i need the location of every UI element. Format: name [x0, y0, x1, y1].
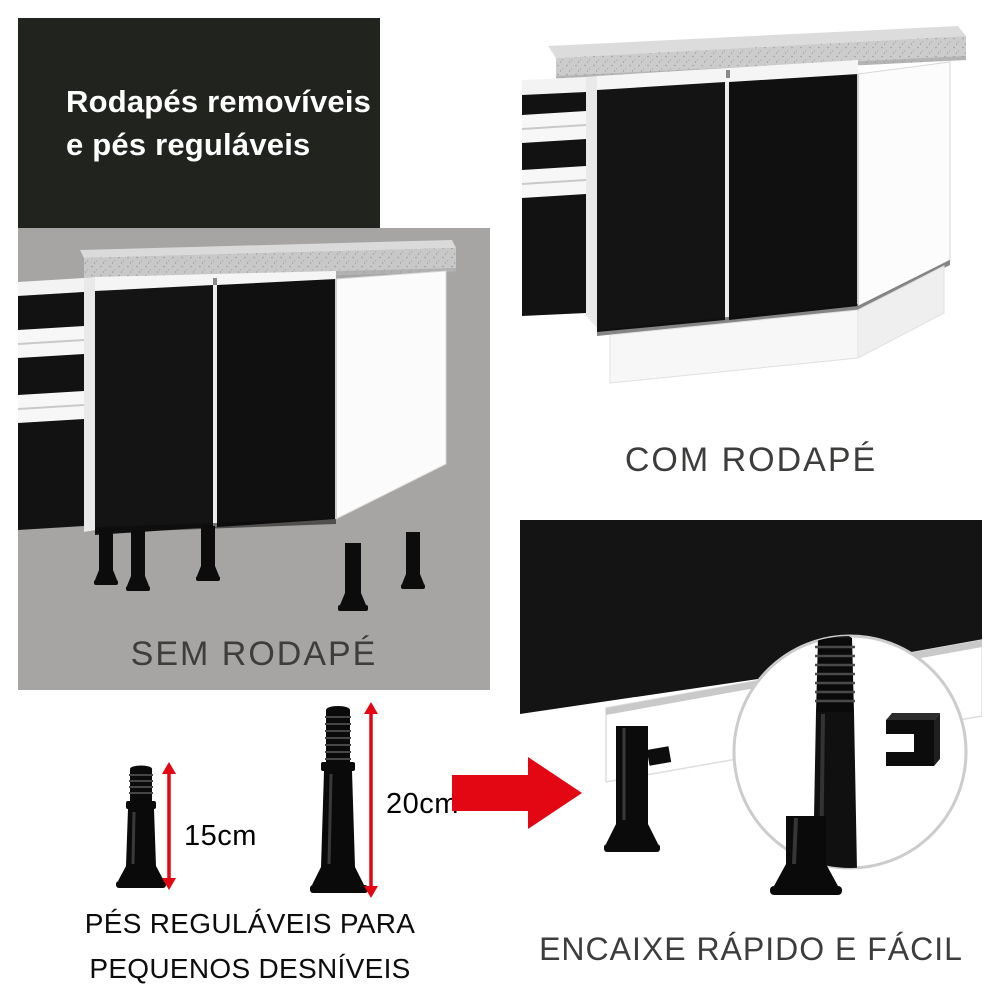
- side-panel: [335, 270, 447, 520]
- double-doors: [95, 271, 336, 535]
- measurement-line-15cm: [162, 762, 176, 890]
- adjustable-foot-20cm-illustration: [310, 706, 368, 893]
- cabinet-without-plinth-illustration: [18, 240, 456, 611]
- header-title-line1: Rodapés removíveis: [66, 83, 372, 119]
- left-drawer-unit: [18, 278, 85, 530]
- plinth-clip: [886, 713, 940, 766]
- side-panel: [857, 61, 951, 307]
- foot-thread-ribs: [129, 774, 153, 794]
- caption-feet: PÉS REGULÁVEIS PARA PEQUENOS DESNÍVEIS: [30, 902, 470, 992]
- cabinet-leg: [94, 528, 118, 585]
- caption-feet-line2: PEQUENOS DESNÍVEIS: [89, 952, 411, 984]
- threaded-leg-section: [815, 636, 855, 712]
- cabinet-divider: [84, 277, 95, 532]
- plinth-rodape: [597, 260, 950, 384]
- cabinet-with-plinth-illustration: [521, 26, 966, 384]
- adjustable-foot-front: [770, 816, 842, 895]
- measurement-line-20cm: [364, 702, 378, 898]
- cabinet-leg: [401, 532, 425, 589]
- caption-com-rodape: COM RODAPÉ: [624, 441, 878, 479]
- countertop: [80, 240, 456, 282]
- panel-without-plinth: SEM RODAPÉ: [18, 228, 490, 690]
- cabinet-leg: [338, 543, 368, 611]
- label-15cm: 15cm: [184, 820, 257, 852]
- adjustable-foot-left: [604, 726, 660, 852]
- right-arrow-icon: [452, 757, 582, 829]
- header-banner: Rodapés removíveis e pés reguláveis: [18, 18, 380, 228]
- cabinet-divider: [586, 76, 597, 328]
- caption-feet-line1: PÉS REGULÁVEIS PARA: [84, 908, 416, 939]
- mounting-clip-small: [646, 746, 672, 766]
- caption-sem-rodape: SEM RODAPÉ: [130, 635, 378, 673]
- header-title-line2: e pés reguláveis: [66, 127, 311, 162]
- left-drawer-unit: [521, 77, 587, 316]
- magnifier-lens: [732, 634, 968, 870]
- double-doors: [597, 60, 858, 332]
- caption-encaixe: ENCAIXE RÁPIDO E FÁCIL: [539, 931, 963, 967]
- cabinet-underside-shadow: [95, 519, 336, 533]
- adjustable-foot-15cm-illustration: [116, 765, 166, 888]
- cabinet-leg: [126, 530, 150, 591]
- panel-attachment-detail: ENCAIXE RÁPIDO E FÁCIL: [520, 520, 982, 982]
- plinth-attachment-illustration: [520, 520, 982, 895]
- cabinet-leg: [196, 526, 220, 581]
- label-20cm: 20cm: [386, 788, 459, 820]
- cabinet-legs: [94, 526, 425, 611]
- cabinet-bottom-panel: [520, 520, 982, 714]
- panel-with-plinth: COM RODAPÉ: [520, 18, 982, 490]
- foot-thread-ribs: [325, 716, 351, 760]
